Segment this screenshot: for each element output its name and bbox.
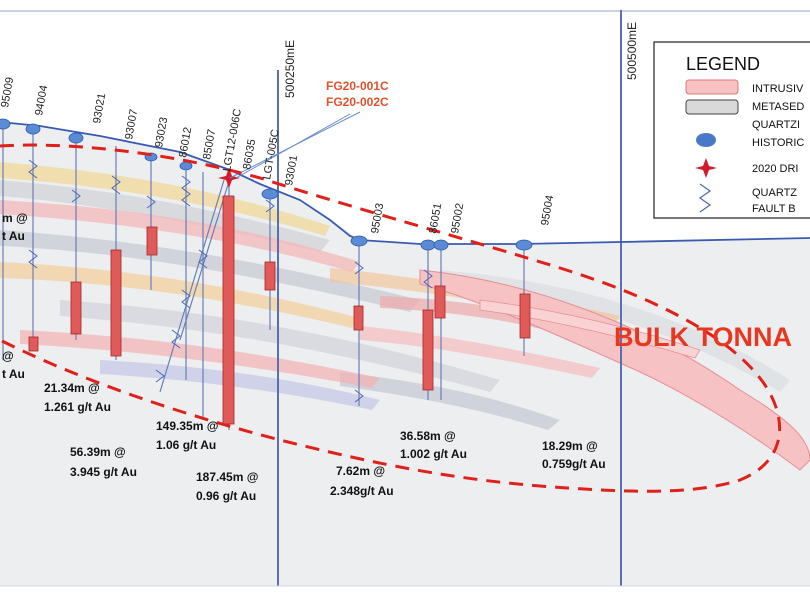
intercept-label: m @ <box>2 211 28 225</box>
intercept-label: 1.002 g/t Au <box>400 447 467 461</box>
hole-label: 86035 <box>241 138 258 170</box>
2020-drill-icon <box>695 158 717 178</box>
hole-label: 93023 <box>153 116 170 148</box>
intercept-label: 56.39m @ <box>70 445 126 459</box>
intercept-label: 2.348g/t Au <box>330 484 394 498</box>
legend-item-label: METASED <box>752 101 804 113</box>
hole-collars <box>0 118 533 251</box>
intrusive-swatch <box>685 79 739 95</box>
new-hole-label-2: FG20-002C <box>326 95 389 109</box>
grid-label-500500: 500500mE <box>625 22 639 80</box>
legend-item-label: 2020 DRI <box>752 163 798 175</box>
intercept-label: 0.96 g/t Au <box>196 489 256 503</box>
hole-label: 95004 <box>539 194 556 226</box>
intercept-label: 7.62m @ <box>336 464 385 478</box>
intercept-label: t Au <box>2 367 25 381</box>
quartz-vein-icon <box>698 183 712 213</box>
intercept-label: 1.06 g/t Au <box>156 438 216 452</box>
legend-item-label: HISTORIC <box>752 137 804 149</box>
legend: LEGEND INTRUSIV METASED QUARTZI HISTORIC… <box>653 41 810 219</box>
intercept-label: 18.29m @ <box>542 439 598 453</box>
intercept-label: 1.261 g/t Au <box>44 400 111 414</box>
bulk-tonnage-outline <box>0 143 782 493</box>
hole-label: 85007 <box>201 128 218 160</box>
legend-box <box>653 41 810 219</box>
fg20-leader-2 <box>235 113 351 179</box>
ore-intercepts <box>28 195 531 425</box>
legend-item-label: QUARTZ <box>752 187 797 199</box>
metasediment-swatch <box>685 99 739 115</box>
hole-label: 93021 <box>91 92 108 124</box>
hole-label: 95002 <box>449 202 466 234</box>
intercept-label: 0.759g/t Au <box>542 457 606 471</box>
intrusive-dyke-2 <box>479 299 701 359</box>
intercept-label: 3.945 g/t Au <box>70 465 137 479</box>
intercept-label: 36.58m @ <box>400 429 456 443</box>
topography-line <box>0 121 810 245</box>
legend-item-label: INTRUSIV <box>752 83 804 95</box>
new-hole-label-1: FG20-001C <box>326 79 389 93</box>
intercept-label: @ <box>2 349 14 363</box>
intercept-label: 187.45m @ <box>196 470 258 484</box>
grid-label-500250: 500250mE <box>283 40 297 98</box>
hole-label: 93001 <box>283 154 300 186</box>
hole-label: 95003 <box>369 202 386 234</box>
new-hole-collar-icon <box>218 168 240 188</box>
hole-label: 94004 <box>33 84 50 116</box>
legend-title: LEGEND <box>686 54 760 74</box>
hole-label: 86012 <box>177 126 194 158</box>
legend-item-label: QUARTZI <box>752 119 800 131</box>
legend-item-label: FAULT B <box>752 203 796 215</box>
quartz-vein-marks <box>28 159 529 403</box>
intercept-label: t Au <box>2 229 25 243</box>
hole-label: 93007 <box>123 108 140 140</box>
hole-label: 95009 <box>0 76 16 108</box>
intercept-labels: m @ t Au @ t Au 21.34m @ 1.261 g/t Au 56… <box>2 211 606 503</box>
hole-label: 86051 <box>427 202 444 234</box>
bulk-tonnage-label: BULK TONNA <box>614 322 792 352</box>
intrusive-dyke <box>419 269 810 471</box>
intercept-label: 21.34m @ <box>44 381 100 395</box>
historic-hole-icon <box>696 133 716 147</box>
intercept-label: 149.35m @ <box>156 419 218 433</box>
